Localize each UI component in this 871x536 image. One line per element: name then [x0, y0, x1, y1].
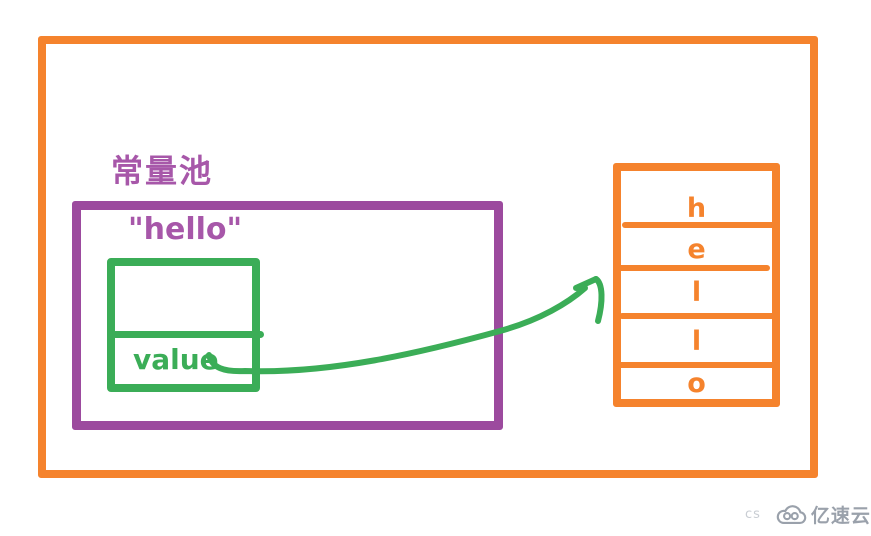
string-literal-label: "hello" — [128, 212, 243, 247]
watermark-brand: 亿速云 — [810, 505, 871, 527]
char-array-divider — [619, 313, 777, 319]
char-array-cell: o — [687, 367, 706, 399]
char-array-divider — [618, 362, 777, 368]
constant-pool-label: 常量池 — [111, 152, 214, 190]
char-array-divider — [618, 265, 770, 271]
char-array-cell: l — [691, 325, 702, 357]
outer-memory-box — [38, 36, 818, 478]
watermark-prefix: cs — [745, 507, 761, 522]
cloud-icon — [776, 505, 807, 525]
char-array-cell: e — [687, 234, 706, 265]
char-array-cell: h — [686, 193, 707, 224]
value-field-label: value — [133, 343, 219, 376]
watermark: cs 亿速云 — [745, 501, 871, 528]
char-array-divider — [622, 222, 775, 228]
char-array-cell: l — [691, 277, 702, 308]
char-array-box: h e l l o — [613, 163, 780, 407]
string-object-divider — [112, 331, 264, 338]
